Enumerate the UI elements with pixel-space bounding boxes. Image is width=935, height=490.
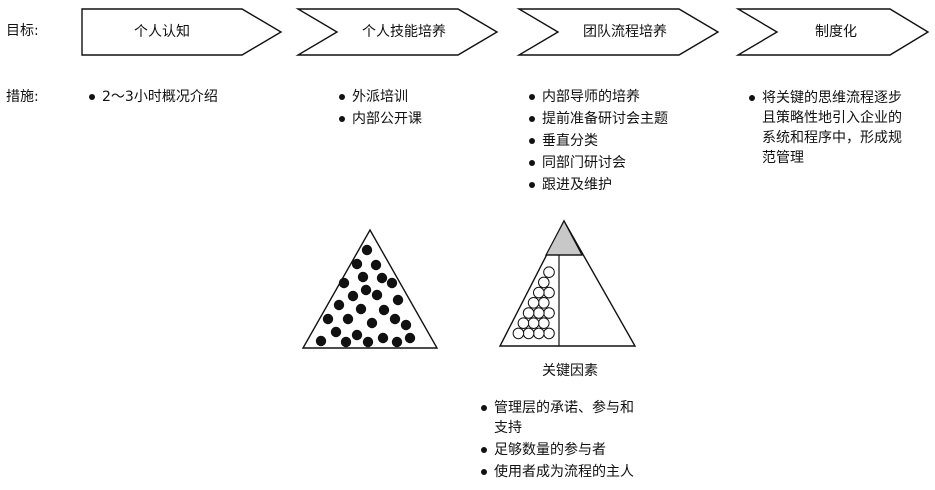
white-circle — [538, 317, 550, 329]
black-dot — [351, 258, 363, 270]
list-item: 同部门研讨会 — [528, 152, 668, 174]
black-dot — [340, 336, 352, 348]
black-dot — [347, 290, 359, 302]
white-circle — [543, 307, 555, 319]
black-dot — [386, 277, 398, 289]
dot-triangle-diagram — [301, 228, 439, 349]
key-factor-item: 管理层的承诺、参与和 支持 — [480, 398, 704, 438]
list-item: 外派培训 — [338, 86, 422, 108]
stage2-measures-list: 外派培训 内部公开课 — [338, 86, 422, 130]
stage4-measure: 将关键的思维流程逐步 且策略性地引入企业的 系统和程序中，形成规 范管理 — [748, 88, 935, 168]
black-dot — [376, 272, 388, 284]
white-circle — [533, 327, 545, 340]
white-circle — [527, 317, 540, 329]
black-dot — [361, 244, 373, 256]
black-dot — [355, 303, 367, 315]
measures-row-label: 措施: — [6, 89, 39, 105]
white-circle — [522, 327, 535, 340]
black-dot — [322, 313, 334, 325]
black-dot — [330, 326, 342, 338]
black-dot — [404, 332, 416, 344]
black-dot — [342, 313, 354, 325]
white-circle — [533, 307, 545, 319]
stage-arrow-team-process — [516, 8, 720, 56]
list-item: 垂直分类 — [528, 130, 668, 152]
black-dot — [378, 304, 390, 316]
key-factor-line: 足够数量的参与者 — [494, 442, 606, 458]
stage-arrow-individual-cognition — [81, 8, 283, 56]
black-dot — [338, 277, 350, 289]
white-circle — [533, 286, 545, 299]
black-dot — [315, 335, 327, 347]
black-dot — [370, 259, 382, 271]
black-dot — [362, 336, 374, 348]
black-dot — [333, 299, 345, 311]
stage4-measure-line: 系统和程序中，形成规 — [762, 130, 902, 146]
white-circle — [527, 297, 540, 309]
white-circle — [538, 297, 550, 309]
white-circle — [517, 317, 530, 329]
white-circle — [543, 286, 555, 299]
key-factor-line: 管理层的承诺、参与和 — [494, 400, 634, 416]
white-circle — [543, 327, 555, 340]
white-circle — [543, 266, 555, 279]
list-item: 内部公开课 — [338, 108, 422, 130]
black-dot — [351, 329, 363, 341]
black-dot — [389, 313, 401, 325]
white-circle — [512, 327, 525, 340]
key-factors-heading: 关键因素 — [542, 363, 598, 379]
black-dot — [357, 271, 369, 283]
black-dot — [371, 289, 383, 301]
stage4-measure-line: 将关键的思维流程逐步 — [762, 90, 902, 106]
pyramid-top-segment — [545, 219, 583, 256]
white-circle — [522, 307, 535, 319]
black-dot — [392, 294, 404, 306]
stage3-measures-list: 内部导师的培养 提前准备研讨会主题 垂直分类 同部门研讨会 跟进及维护 — [528, 86, 668, 196]
black-dot — [360, 284, 372, 296]
stage4-measure-line: 范管理 — [762, 150, 804, 166]
stage-arrow-individual-skills — [295, 8, 499, 56]
goal-row-label: 目标: — [6, 23, 39, 39]
list-item: 2～3小时概况介绍 — [88, 86, 218, 108]
key-factor-item: 使用者成为流程的主人 — [480, 462, 704, 482]
black-dot — [400, 319, 412, 331]
list-item: 内部导师的培养 — [528, 86, 668, 108]
black-dot — [366, 317, 378, 329]
pyramid-diagram — [498, 219, 637, 347]
stage-arrow-institutionalization — [735, 8, 930, 56]
key-factor-line: 使用者成为流程的主人 — [494, 464, 634, 480]
key-factor-line: 支持 — [494, 420, 522, 436]
white-circle — [538, 276, 550, 289]
black-dot — [377, 332, 389, 344]
stage4-measure-line: 且策略性地引入企业的 — [762, 110, 902, 126]
list-item: 提前准备研讨会主题 — [528, 108, 668, 130]
black-dot — [391, 336, 403, 348]
key-factor-item: 足够数量的参与者 — [480, 440, 704, 460]
list-item: 跟进及维护 — [528, 174, 668, 196]
stage1-measures-list: 2～3小时概况介绍 — [88, 86, 218, 108]
